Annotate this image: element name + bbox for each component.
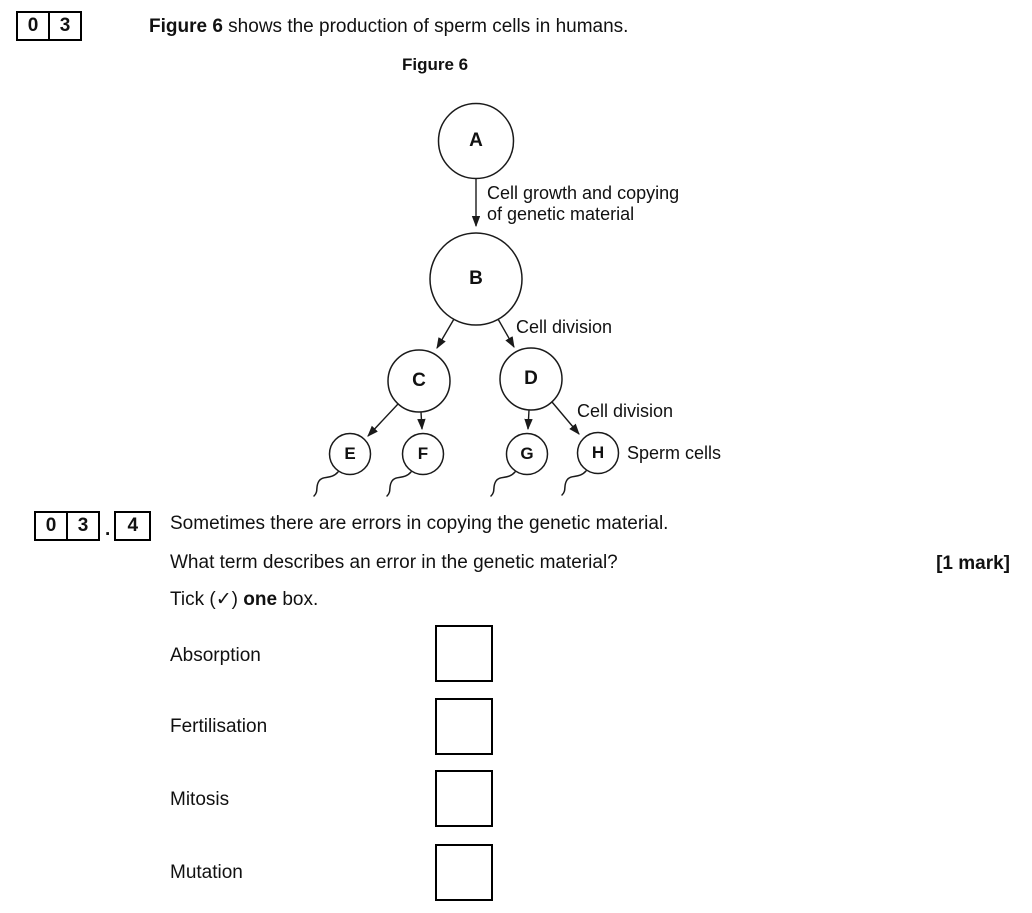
arrow-d-to-h xyxy=(551,401,580,435)
digit-cell: 3 xyxy=(66,511,100,541)
sperm-tail-e xyxy=(313,471,339,497)
node-label-d: D xyxy=(524,368,538,389)
arrow-d-to-g xyxy=(524,409,533,431)
sperm-tail-g xyxy=(490,471,516,497)
arrow-b-to-d xyxy=(497,318,515,348)
node-label-g: G xyxy=(520,444,534,463)
cell-circle-d xyxy=(499,347,563,411)
tick-bold-one: one xyxy=(243,589,278,610)
option-label-mutation: Mutation xyxy=(170,862,243,883)
node-label-f: F xyxy=(417,444,429,463)
sperm-circle-f xyxy=(401,432,445,476)
checkbox-fertilisation[interactable] xyxy=(435,698,493,755)
checkbox-absorption[interactable] xyxy=(435,625,493,682)
node-label-c: C xyxy=(412,370,426,391)
tick-close: ) xyxy=(231,589,244,610)
option-label-fertilisation: Fertilisation xyxy=(170,716,268,737)
marks-label: [1 mark] xyxy=(936,553,1010,574)
digit-cell: 0 xyxy=(16,11,50,41)
checkbox-mutation[interactable] xyxy=(435,844,493,901)
annotation-sperm-cells: Sperm cells xyxy=(627,443,722,463)
intro-rest-text: shows the production of sperm cells in h… xyxy=(222,16,629,37)
sperm-circle-h xyxy=(576,431,620,475)
figure-title: Figure 6 xyxy=(402,55,469,74)
option-label-absorption: Absorption xyxy=(170,645,261,666)
cell-division-diagram-graphic xyxy=(313,102,620,497)
arrow-c-to-f xyxy=(417,411,426,431)
tick-check-icon: ✓ xyxy=(215,589,232,610)
sperm-circle-e xyxy=(328,432,372,476)
arrow-b-to-c xyxy=(436,318,455,349)
node-label-b: B xyxy=(469,268,483,289)
question-text: What term describes an error in the gene… xyxy=(170,552,618,573)
annotation-cell-division-d: Cell division xyxy=(577,401,674,421)
tick-prefix: Tick ( xyxy=(170,589,216,610)
digit-cell: 4 xyxy=(114,511,152,541)
node-label-a: A xyxy=(469,130,483,151)
statement-text: Sometimes there are errors in copying th… xyxy=(170,513,669,534)
tick-suffix: box. xyxy=(277,589,319,610)
node-label-h: H xyxy=(591,443,605,462)
question-number-box-034: 0 3 . 4 xyxy=(34,511,152,541)
cell-circle-b xyxy=(429,232,523,326)
tick-instruction: Tick (✓) one box. xyxy=(170,589,318,611)
cell-circle-c xyxy=(387,349,451,413)
arrow-c-to-e xyxy=(367,403,399,437)
cell-circle-a xyxy=(437,102,515,180)
digit-cell: 0 xyxy=(34,511,68,541)
digit-cell: 3 xyxy=(48,11,82,41)
question-number-box-03: 0 3 xyxy=(16,11,82,41)
node-label-e: E xyxy=(344,444,356,463)
sperm-tail-h xyxy=(561,470,587,496)
annotation-cell-growth: Cell growth and copying of genetic mater… xyxy=(487,183,680,224)
sperm-tail-f xyxy=(386,471,412,497)
sperm-circle-g xyxy=(505,432,549,476)
question-number-separator: . xyxy=(105,519,111,540)
figure-6-diagram: A B C D E F G H Cell growth and copying … xyxy=(280,90,740,510)
annotation-cell-division-b: Cell division xyxy=(516,317,613,337)
checkbox-mitosis[interactable] xyxy=(435,770,493,827)
question-intro: Figure 6 shows the production of sperm c… xyxy=(149,16,628,38)
intro-bold-text: Figure 6 xyxy=(149,16,223,37)
option-label-mitosis: Mitosis xyxy=(170,789,230,810)
